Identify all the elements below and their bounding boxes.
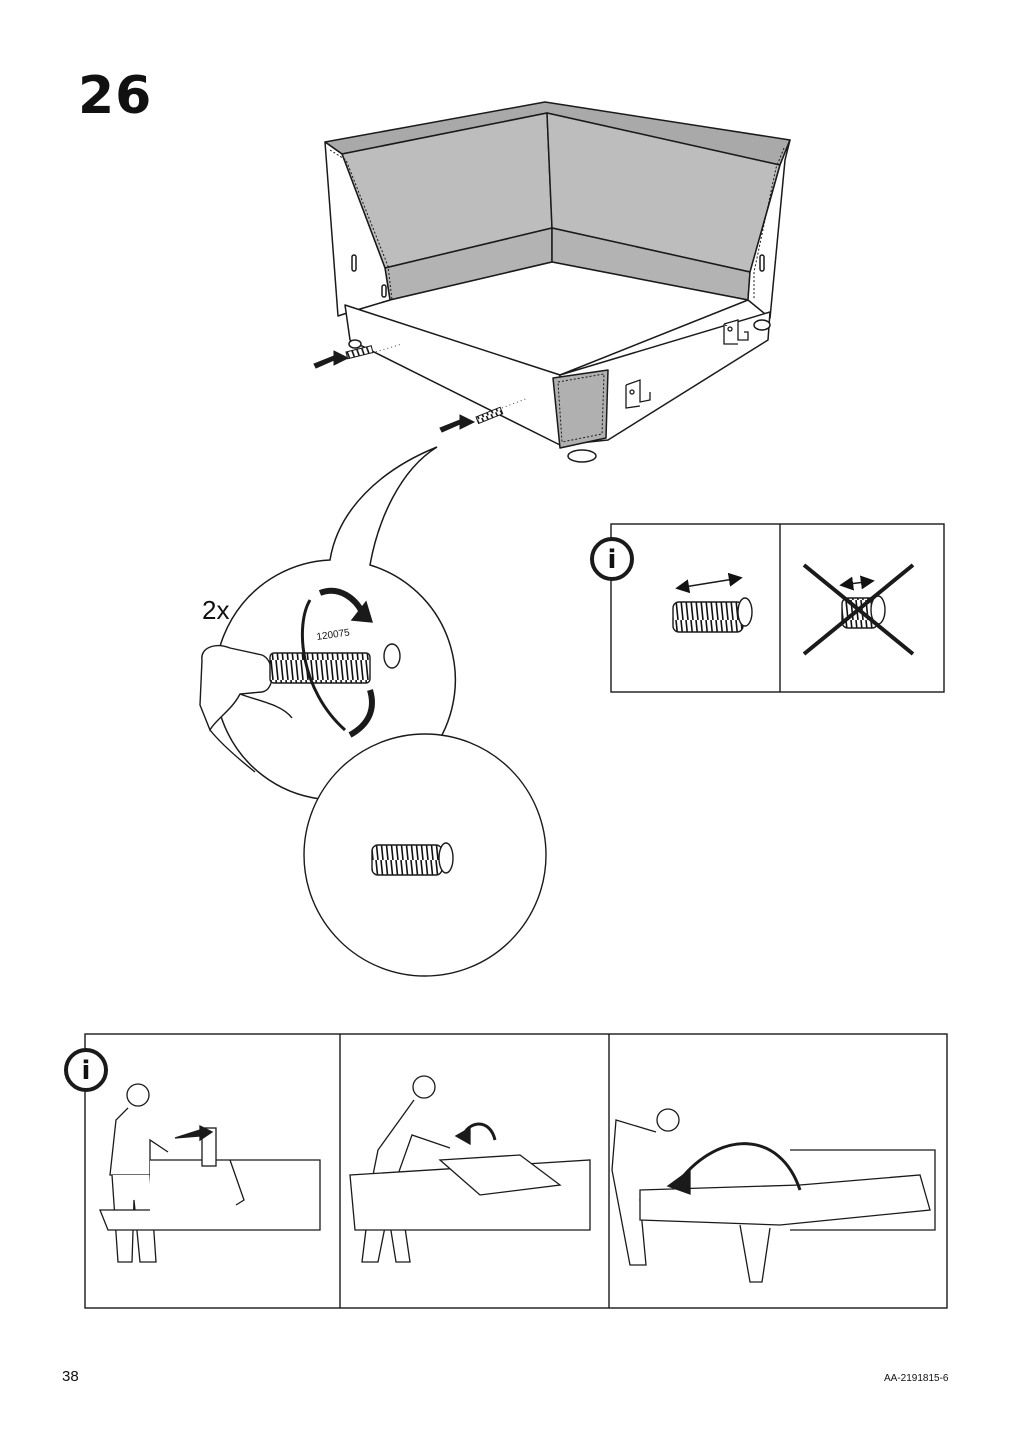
step-number: 26 (78, 66, 153, 126)
result-circle (303, 733, 547, 977)
part-number-label: 120075 (316, 627, 351, 643)
hand-screw-detail (199, 587, 401, 773)
corner-sofa-frame (324, 101, 791, 463)
page-number: 38 (62, 1368, 79, 1385)
callout-bubble (214, 446, 457, 801)
bracket-icon (625, 319, 749, 409)
info-icon: i (608, 545, 617, 575)
document-code: AA-2191815-6 (884, 1373, 949, 1384)
quantity-label: 2x (202, 595, 229, 625)
screw-insert-arrows (313, 343, 529, 433)
panel-1-illustration (99, 1083, 321, 1263)
panel-3-illustration (611, 1108, 936, 1283)
info-box-screw-depth (590, 523, 945, 693)
info-icon: i (82, 1056, 91, 1086)
panel-2-illustration (349, 1075, 591, 1263)
